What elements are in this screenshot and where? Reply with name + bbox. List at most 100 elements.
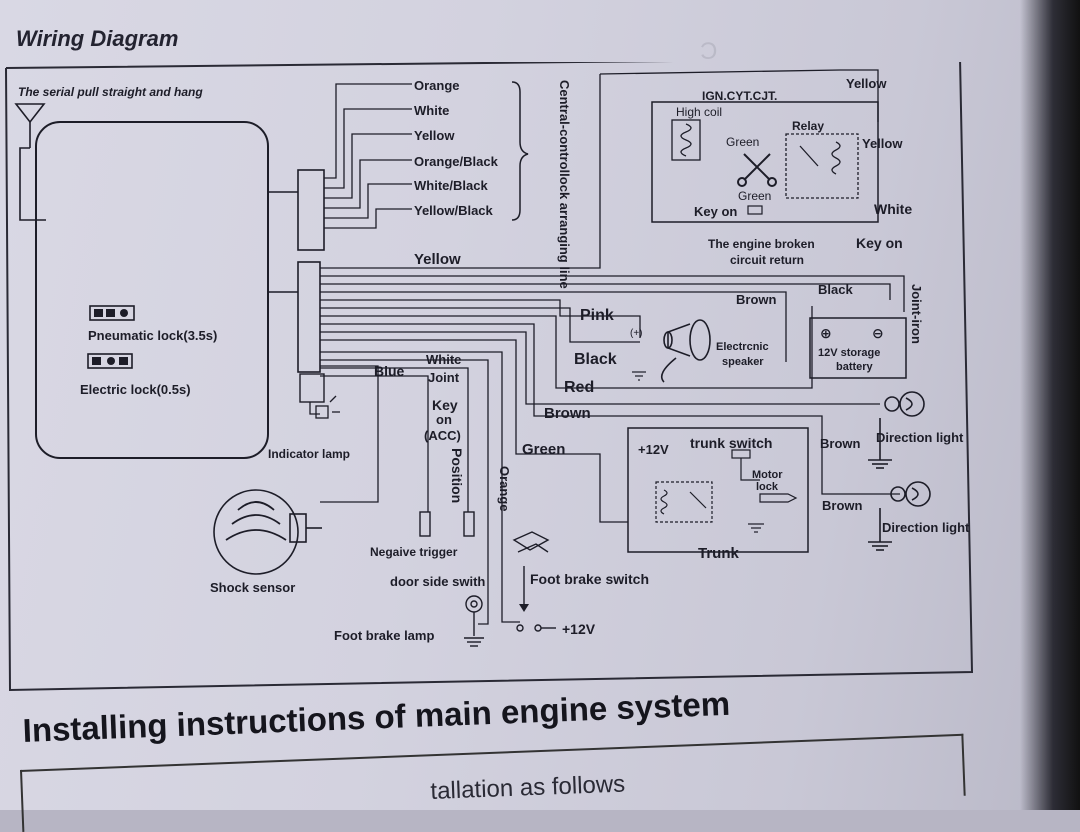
blue-label: Blue xyxy=(374,363,405,379)
coil-icon xyxy=(671,119,701,161)
pneumatic-lock-label: Pneumatic lock(3.5s) xyxy=(88,328,217,343)
door-switch-label: door side swith xyxy=(390,574,485,589)
bus-wires xyxy=(320,275,905,625)
foot-brake-switch-label: Foot brake switch xyxy=(530,571,649,587)
orange-label: Orange xyxy=(497,466,512,512)
key-on-label: Key on xyxy=(856,235,903,251)
direction-brown-2-label: Brown xyxy=(822,498,863,513)
indicator-lamp-icon xyxy=(309,395,340,419)
yellow-wire xyxy=(320,74,601,269)
battery-label-2: battery xyxy=(836,361,874,373)
direction-light-2-icon xyxy=(868,481,931,551)
white-label: White xyxy=(874,201,912,217)
antenna-note: The serial pull straight and hang xyxy=(18,85,203,99)
indicator-lamp-label: Indicator lamp xyxy=(268,447,350,461)
wiring-diagram: The serial pull straight and hang Pneuma… xyxy=(5,62,974,692)
key-on-inner-label: Key on xyxy=(694,204,737,219)
electric-lock-label: Electric lock(0.5s) xyxy=(80,382,191,397)
page-title: Wiring Diagram xyxy=(16,26,179,51)
battery-icon xyxy=(809,317,907,379)
lock-bracket xyxy=(511,81,529,221)
key-contact-icon xyxy=(747,205,763,215)
speaker-ground-icon xyxy=(632,371,646,381)
broken-circuit-label-1: The engine broken xyxy=(708,237,815,251)
white-joint-label-2: Joint xyxy=(428,370,460,385)
wire-label-white: White xyxy=(414,103,449,118)
motor-lock-label-1: Motor xyxy=(752,469,783,481)
green-bottom-label: Green xyxy=(738,189,771,203)
relay-icon xyxy=(785,133,859,199)
joint-iron-label: Joint-iron xyxy=(909,284,924,344)
direction-brown-1-label: Brown xyxy=(820,436,861,451)
direction-light-2-label: Direction light xyxy=(882,520,970,535)
battery-minus-icon: ⊖ xyxy=(872,325,884,341)
brake-12v-label: +12V xyxy=(562,621,596,637)
high-coil-label: High coil xyxy=(676,105,722,119)
trunk-12v-label: +12V xyxy=(638,442,669,457)
wire-label-white-black: White/Black xyxy=(414,178,488,193)
green-top-label: Green xyxy=(726,135,759,149)
wire-label-orange: Orange xyxy=(414,78,460,93)
green-wire-label: Green xyxy=(522,441,565,458)
trunk-box xyxy=(627,427,809,553)
central-lock-wires xyxy=(324,83,412,229)
connector-main xyxy=(297,261,321,373)
yellow-1-label: Yellow xyxy=(846,76,887,91)
broken-circuit-label-2: circuit return xyxy=(730,253,804,267)
trunk-label: Trunk xyxy=(698,545,739,562)
position-label: Position xyxy=(449,448,465,503)
trunk-relay-icon xyxy=(655,449,760,523)
direction-light-1-label: Direction light xyxy=(876,430,964,445)
direction-light-1-icon xyxy=(868,391,925,469)
brake-switch-contacts-icon xyxy=(516,624,556,632)
ignition-header: IGN.CYT.CJT. xyxy=(702,89,777,103)
relay-label: Relay xyxy=(792,119,824,133)
antenna-icon xyxy=(14,103,46,221)
key-label-2: on xyxy=(436,412,452,427)
white-joint-label-1: White xyxy=(426,352,461,367)
page-edge-shadow xyxy=(1020,0,1080,810)
brake-arrow-icon xyxy=(519,604,529,612)
red-label: Red xyxy=(564,379,594,396)
wire-label-yellow-black: Yellow/Black xyxy=(414,203,494,218)
foot-brake-lamp-icon xyxy=(464,595,484,647)
wire-label-orange-black: Orange/Black xyxy=(414,154,499,169)
diagram-border xyxy=(5,62,974,692)
trunk-switch-label: trunk switch xyxy=(690,435,772,451)
shock-sensor-label: Shock sensor xyxy=(210,580,295,595)
speaker-icon xyxy=(660,319,711,383)
electric-jumper-icon xyxy=(87,353,133,369)
negative-trigger-icon xyxy=(419,511,431,537)
shock-sensor-icon xyxy=(213,489,322,575)
speaker-label-1: Electrcnic xyxy=(716,341,769,353)
door-switch-icon xyxy=(512,531,550,553)
bleed-through: Ɔ xyxy=(700,38,718,65)
speaker-label-2: speaker xyxy=(722,356,764,368)
foot-brake-lamp-label: Foot brake lamp xyxy=(334,628,434,643)
central-lock-label: Central-controllock arranging line xyxy=(557,80,572,289)
battery-label-1: 12V storage xyxy=(818,347,880,359)
alarm-main-unit xyxy=(35,121,269,459)
motor-lock-icon xyxy=(759,493,798,503)
key-label-3: (ACC) xyxy=(424,428,461,443)
key-label-1: Key xyxy=(432,397,458,413)
battery-brown-label: Brown xyxy=(736,292,777,307)
ignition-relay-box xyxy=(651,101,879,223)
battery-plus-icon: ⊕ xyxy=(820,325,832,341)
motor-lock-label-2: lock xyxy=(756,481,779,493)
connector-small xyxy=(299,373,325,403)
yellow-wire-label: Yellow xyxy=(414,251,461,268)
black-label: Black xyxy=(574,351,617,368)
key-acc-connector-icon xyxy=(463,511,475,537)
speaker-plus-label: (+) xyxy=(630,328,643,339)
negative-trigger-label: Negaive trigger xyxy=(370,545,458,559)
trunk-ground-icon xyxy=(748,523,764,533)
brown-wire-label: Brown xyxy=(544,405,591,422)
wire-label-yellow: Yellow xyxy=(414,128,455,143)
pink-label: Pink xyxy=(580,307,614,324)
battery-black-label: Black xyxy=(818,282,853,297)
scissors-cut-icon xyxy=(737,153,777,187)
yellow-2-label: Yellow xyxy=(862,136,903,151)
connector-top xyxy=(297,169,325,251)
pneumatic-jumper-icon xyxy=(89,305,135,321)
